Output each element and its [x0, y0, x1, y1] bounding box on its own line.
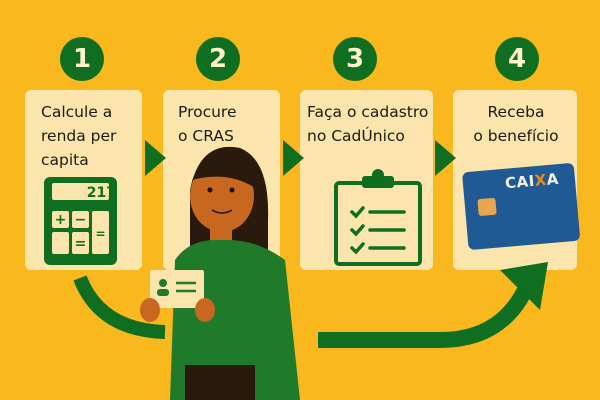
curved-arrow-icon — [73, 275, 166, 339]
svg-text:−: − — [75, 212, 87, 228]
step-number-1: 1 — [60, 37, 104, 81]
caixa-logo-part: A — [545, 169, 560, 189]
caixa-logo-part: CAI — [504, 171, 536, 193]
clipboard-checklist-icon — [334, 169, 422, 266]
arrow-icon — [283, 140, 304, 176]
step-number-3: 3 — [333, 37, 377, 81]
svg-text:+: + — [55, 212, 67, 228]
arrow-head-icon — [500, 262, 548, 310]
woman-illustration — [140, 146, 300, 400]
curved-arrow-icon — [318, 286, 533, 348]
arrow-icon — [435, 140, 456, 176]
step-number-2: 2 — [196, 37, 240, 81]
step-number-4: 4 — [495, 37, 539, 81]
step-label-3: Faça o cadastro no CadÚnico — [307, 103, 429, 145]
calculator-display: 217 — [86, 185, 116, 201]
id-card-icon — [150, 270, 204, 308]
bank-card-icon — [462, 163, 580, 250]
svg-text:=: = — [95, 227, 105, 241]
calculator-icon: + − = = — [44, 177, 117, 265]
svg-text:=: = — [75, 236, 87, 252]
step-label-2: Procure o CRAS — [178, 103, 237, 145]
arrow-icon — [145, 140, 166, 176]
step-label-4: Receba o benefício — [473, 103, 559, 145]
step-label-1: Calcule a renda per capita — [41, 103, 117, 169]
